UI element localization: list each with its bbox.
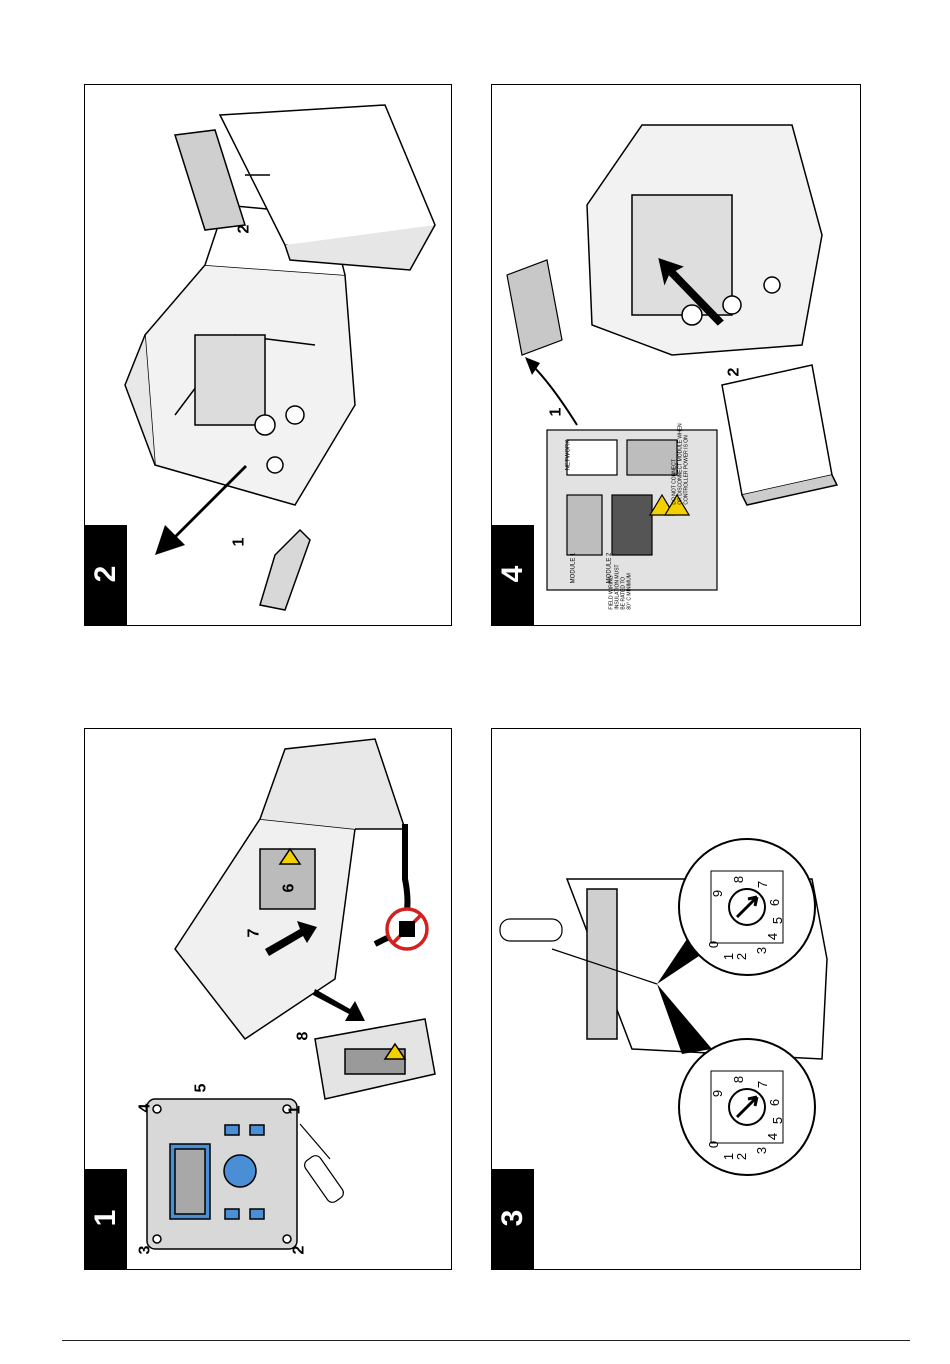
callout-1-4: 4 xyxy=(136,1104,154,1113)
step-number-4: 4 xyxy=(496,566,530,583)
callout-1-1: 1 xyxy=(286,1106,304,1115)
step-1-illustration xyxy=(85,729,452,1270)
step-number-1: 1 xyxy=(89,1210,123,1227)
dial-digit: 5 xyxy=(770,917,785,924)
step-number-2: 2 xyxy=(89,566,123,583)
dial-digit: 3 xyxy=(754,947,769,954)
label-field-wiring: FIELD WIRING INSULATION MUST BE RATED TO… xyxy=(609,564,633,609)
footer-rule xyxy=(62,1340,910,1341)
step-badge-4: 4 xyxy=(492,525,534,625)
panel-step-1: 1 2 3 4 5 6 7 8 1 xyxy=(84,728,452,1270)
step-badge-2: 2 xyxy=(85,525,127,625)
dial-digit: 0 xyxy=(706,941,721,948)
dial-digit: 6 xyxy=(767,899,782,906)
dial-digit: 7 xyxy=(755,881,770,888)
dial-digit: 4 xyxy=(765,933,780,940)
callout-1-8: 8 xyxy=(294,1032,312,1041)
panel-step-4: 1 2 4 xyxy=(491,84,861,626)
callout-2-1: 1 xyxy=(230,538,248,547)
step-badge-1: 1 xyxy=(85,1169,127,1269)
callout-1-5: 5 xyxy=(192,1084,210,1093)
step-badge-3: 3 xyxy=(492,1169,534,1269)
callout-1-3: 3 xyxy=(136,1246,154,1255)
dial-digit: 6 xyxy=(767,1099,782,1106)
dial-digit: 0 xyxy=(706,1141,721,1148)
panel-step-3: 3 0 1 2 3 4 5 6 7 8 9 0 1 2 3 4 5 6 7 8 … xyxy=(491,728,861,1270)
label-network: NETWORK xyxy=(565,440,571,471)
label-warning: DO NOT CONNECT OR DISCONNECT MODULE WHEN… xyxy=(672,423,690,504)
step-4-illustration xyxy=(492,85,861,626)
dial-digit: 5 xyxy=(770,1117,785,1124)
step-3-illustration xyxy=(492,729,861,1270)
dial-digit: 2 xyxy=(734,1153,749,1160)
callout-4-1: 1 xyxy=(547,408,565,417)
dial-digit: 9 xyxy=(710,1090,725,1097)
label-module1: MODULE 1 xyxy=(570,553,576,584)
dial-digit: 2 xyxy=(734,953,749,960)
step-number-3: 3 xyxy=(496,1210,530,1227)
dial-digit: 9 xyxy=(710,890,725,897)
dial-digit: 7 xyxy=(755,1081,770,1088)
callout-1-2: 2 xyxy=(290,1246,308,1255)
callout-4-2: 2 xyxy=(725,368,743,377)
callout-1-7: 7 xyxy=(245,929,263,938)
callout-2-2: 2 xyxy=(235,225,253,234)
callout-1-6: 6 xyxy=(280,884,298,893)
panel-step-2: 1 2 2 xyxy=(84,84,452,626)
dial-digit: 4 xyxy=(765,1133,780,1140)
dial-digit: 3 xyxy=(754,1147,769,1154)
dial-digit: 8 xyxy=(731,876,746,883)
step-2-illustration xyxy=(85,85,452,626)
dial-digit: 8 xyxy=(731,1076,746,1083)
